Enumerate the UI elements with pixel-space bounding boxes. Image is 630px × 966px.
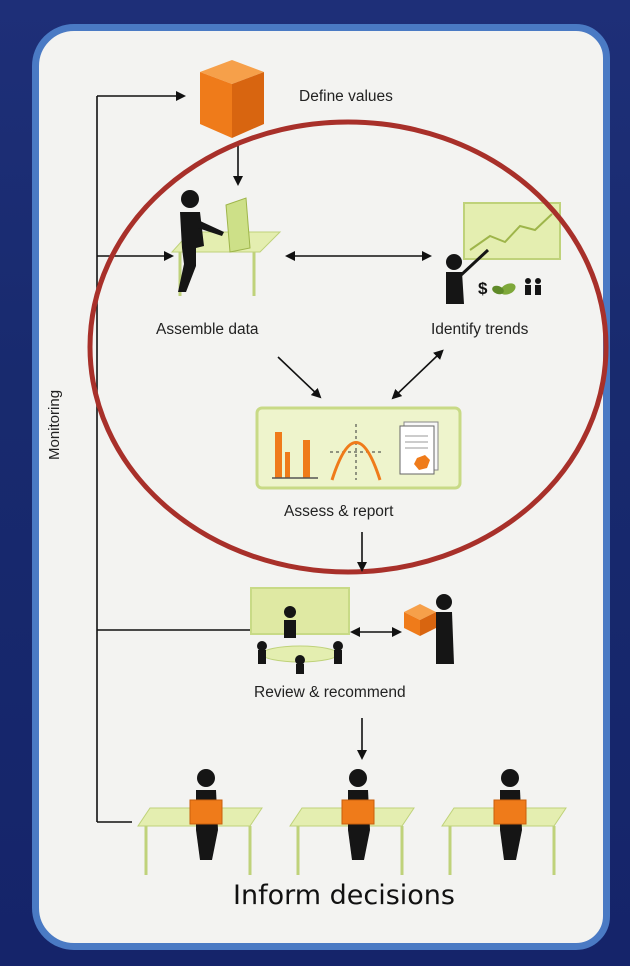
step-assemble-data: Assemble data (156, 321, 259, 338)
step-assess-report: Assess & report (284, 503, 394, 520)
step-define-values: Define values (299, 88, 393, 105)
document-icon (399, 421, 439, 475)
highlight-circle (87, 119, 609, 575)
bar-chart-icon (272, 432, 318, 479)
computer-desk-icon (170, 190, 282, 296)
leaf-icon (492, 283, 516, 295)
presenter-cube-icon (404, 594, 454, 664)
decision-desk-icon (289, 769, 415, 875)
step-identify-trends: Identify trends (431, 321, 529, 338)
people-icon (525, 278, 541, 295)
dollar-icon: $ (478, 279, 488, 298)
decision-desk-icon (441, 769, 567, 875)
monitoring-label: Monitoring (46, 389, 63, 460)
cube-icon (200, 60, 264, 138)
step-inform-decisions: Inform decisions (233, 880, 455, 911)
decision-desk-icon (137, 769, 263, 875)
trend-board-icon (446, 202, 561, 304)
meeting-icon (250, 587, 350, 674)
curve-icon (330, 424, 384, 481)
svg-text:$: $ (478, 279, 488, 298)
assess-report-box (255, 406, 462, 490)
step-review-recommend: Review & recommend (254, 684, 406, 701)
